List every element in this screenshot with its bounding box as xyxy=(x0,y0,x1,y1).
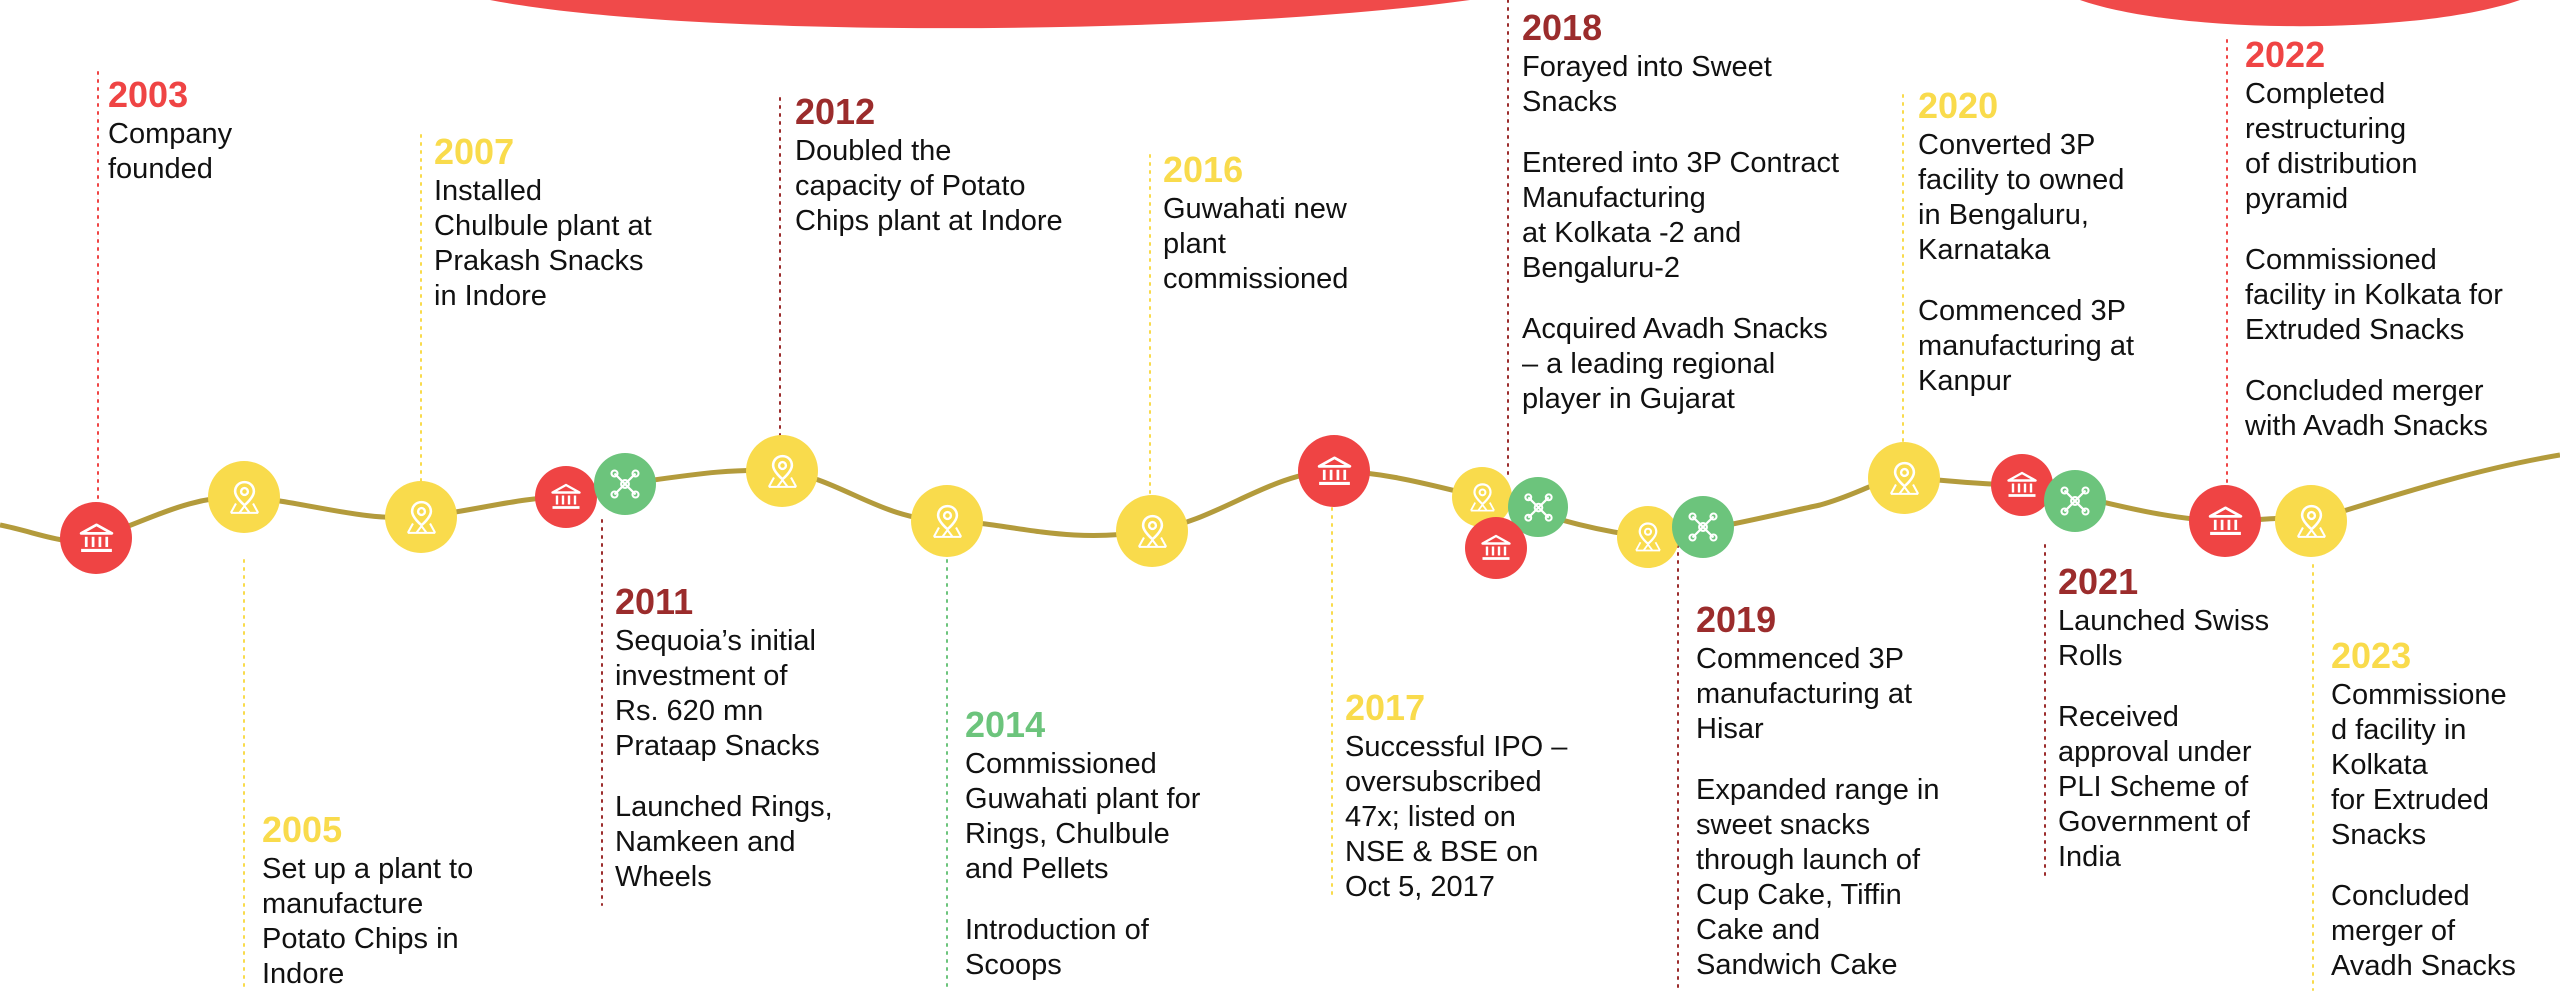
milestone-year: 2011 xyxy=(615,581,694,622)
location-pin-icon xyxy=(767,454,797,488)
milestone-year: 2023 xyxy=(2331,635,2412,676)
milestone-description: Launched Rings, Namkeen and Wheels xyxy=(615,791,833,893)
bank-icon xyxy=(2007,471,2037,497)
decorative-blob xyxy=(490,0,1470,29)
bank-icon xyxy=(1481,534,1511,560)
milestone-year: 2022 xyxy=(2245,34,2326,75)
location-pin-marker xyxy=(2275,485,2347,557)
location-pin-icon xyxy=(1137,514,1167,548)
location-pin-marker xyxy=(385,481,457,553)
network-marker xyxy=(1672,496,1734,558)
milestone-year: 2014 xyxy=(965,704,1046,745)
bank-icon xyxy=(79,522,113,552)
bank-icon xyxy=(1317,455,1351,485)
location-pin-marker xyxy=(746,435,818,507)
bank-marker xyxy=(60,502,132,574)
milestone-description: Sequoia’s initial investment of Rs. 620 … xyxy=(615,625,820,762)
location-pin-marker xyxy=(1617,506,1679,568)
milestone-year: 2018 xyxy=(1522,7,1603,48)
milestone-description: Successful IPO – oversubscribed 47x; lis… xyxy=(1345,731,1568,903)
decorative-blob xyxy=(2080,0,2520,27)
bank-marker xyxy=(1465,517,1527,579)
network-marker xyxy=(594,453,656,515)
network-marker xyxy=(2044,470,2106,532)
bank-icon xyxy=(2208,505,2242,535)
milestone-description: Acquired Avadh Snacks – a leading region… xyxy=(1522,313,1828,415)
bank-icon xyxy=(551,483,581,509)
network-icon xyxy=(1688,512,1718,542)
location-pin-icon xyxy=(229,480,259,514)
milestone-description: Commissione d facility in Kolkata for Ex… xyxy=(2331,679,2507,851)
milestone-description: Received approval under PLI Scheme of Go… xyxy=(2058,701,2252,873)
milestone-year: 2021 xyxy=(2058,561,2139,602)
milestone-description: Completed restructuring of distribution … xyxy=(2245,78,2418,215)
location-pin-marker xyxy=(1116,495,1188,567)
location-pin-icon xyxy=(1635,522,1661,552)
milestone-description: Set up a plant to manufacture Potato Chi… xyxy=(262,853,474,990)
network-icon xyxy=(1523,492,1553,522)
milestone-description: Commissioned Guwahati plant for Rings, C… xyxy=(965,748,1201,885)
bank-marker xyxy=(2189,485,2261,557)
milestone-year: 2020 xyxy=(1918,85,1999,126)
milestone-year: 2017 xyxy=(1345,687,1426,728)
milestone-year: 2019 xyxy=(1696,599,1777,640)
milestone-description: Concluded merger of Avadh Snacks xyxy=(2331,880,2516,982)
location-pin-icon xyxy=(406,500,436,534)
location-pin-marker xyxy=(208,461,280,533)
location-pin-marker xyxy=(911,485,983,557)
milestone-year: 2007 xyxy=(434,131,515,172)
network-icon xyxy=(2060,486,2090,516)
bank-marker xyxy=(535,466,597,528)
timeline-curve xyxy=(0,452,2560,544)
milestone-description: Guwahati new plant commissioned xyxy=(1163,193,1349,295)
milestone-description: Introduction of Scoops xyxy=(965,914,1149,981)
location-pin-icon xyxy=(2296,504,2326,538)
milestone-year: 2003 xyxy=(108,74,189,115)
milestone-year: 2016 xyxy=(1163,149,1244,190)
milestone-description: Commissioned facility in Kolkata for Ext… xyxy=(2245,244,2503,346)
milestone-description: Installed Chulbule plant at Prakash Snac… xyxy=(434,175,652,312)
location-pin-icon xyxy=(1889,461,1919,495)
network-icon xyxy=(610,469,640,499)
location-pin-marker xyxy=(1868,442,1940,514)
milestone-description: Forayed into Sweet Snacks xyxy=(1522,51,1772,118)
milestone-description: Converted 3P facility to owned in Bengal… xyxy=(1918,129,2125,266)
bank-marker xyxy=(1991,454,2053,516)
milestone-year: 2012 xyxy=(795,91,876,132)
milestone-description: Concluded merger with Avadh Snacks xyxy=(2245,375,2488,442)
milestone-description: Expanded range in sweet snacks through l… xyxy=(1696,774,1940,981)
milestone-year: 2005 xyxy=(262,809,343,850)
location-pin-icon xyxy=(1469,482,1495,511)
milestone-description: Commenced 3P manufacturing at Kanpur xyxy=(1918,295,2135,397)
milestone-description: Launched Swiss Rolls xyxy=(2058,605,2270,672)
milestone-description: Commenced 3P manufacturing at Hisar xyxy=(1696,643,1913,745)
location-pin-icon xyxy=(932,504,962,538)
milestone-description: Company founded xyxy=(108,118,233,185)
milestone-description: Doubled the capacity of Potato Chips pla… xyxy=(795,135,1063,237)
bank-marker xyxy=(1298,435,1370,507)
milestone-description: Entered into 3P Contract Manufacturing a… xyxy=(1522,147,1840,284)
